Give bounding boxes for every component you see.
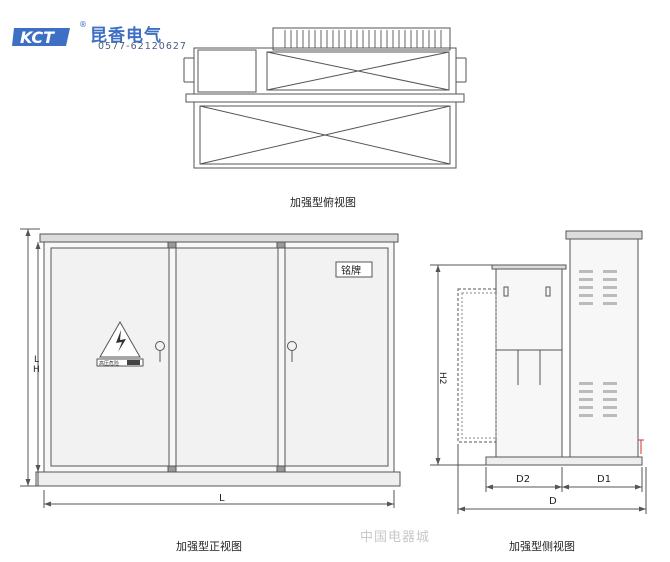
warning-text: 高压危险 <box>99 360 119 367</box>
lightning-bolt-icon <box>116 330 126 352</box>
dim-label-D2: D2 <box>516 474 530 485</box>
front-roof <box>39 233 399 243</box>
kct-logo-icon: KCT <box>12 28 70 47</box>
watermark-text: 中国电器城 <box>360 530 431 545</box>
side-mid-cabinet <box>495 268 563 458</box>
brand-name: 昆香电气 <box>90 26 162 46</box>
high-voltage-sign: 高压危险 <box>96 320 144 367</box>
top-base-plate <box>185 93 465 103</box>
top-lower-compartment <box>199 105 451 165</box>
top-left-compartment <box>197 49 257 93</box>
side-latch-2 <box>545 286 551 297</box>
company-logo: KCT ® 昆香电气 0577-62120627 <box>12 20 186 56</box>
top-fan-frame <box>272 27 451 51</box>
hinge-4 <box>276 465 286 473</box>
side-tall-cabinet <box>569 238 639 458</box>
top-fan-grille <box>284 30 442 48</box>
front-view: 高压危险 铭牌 L H L <box>20 228 401 508</box>
registered-mark: ® <box>79 20 87 29</box>
top-right-compartment <box>266 51 450 91</box>
top-view <box>183 27 467 169</box>
top-view-caption: 加强型俯视图 <box>290 196 356 209</box>
dim-label-H2: H2 <box>437 372 447 385</box>
top-upper-body <box>193 47 457 95</box>
side-upper-vents <box>579 270 617 305</box>
top-lower-cross-b <box>199 105 451 165</box>
nameplate-frame <box>335 261 373 278</box>
side-lower-vents <box>579 382 617 417</box>
side-dashed-outline <box>457 288 497 443</box>
hinge-2 <box>276 241 286 249</box>
side-view: H2 D2 D1 D <box>430 230 647 514</box>
side-view-caption: 加强型侧视图 <box>509 540 575 553</box>
side-mid-roof <box>491 264 567 270</box>
front-door-middle <box>175 247 279 467</box>
dim-label-width: L <box>219 493 225 504</box>
top-lower-body <box>193 101 457 169</box>
side-roof <box>565 230 643 240</box>
dim-label-D: D <box>549 496 557 507</box>
front-base <box>35 471 401 487</box>
logo-mark-text: KCT <box>20 28 55 47</box>
dim-label-H: H <box>33 365 40 375</box>
hinge-3 <box>167 465 177 473</box>
side-latch-1 <box>503 286 509 297</box>
dim-label-D1: D1 <box>597 474 611 485</box>
phone-number: 0577-62120627 <box>98 41 187 52</box>
side-base <box>485 456 643 466</box>
hinge-1 <box>167 241 177 249</box>
top-right-cross-b <box>266 51 450 91</box>
front-view-caption: 加强型正视图 <box>176 540 242 553</box>
dim-label-L: L <box>34 355 39 365</box>
nameplate-label: 铭牌 <box>341 264 361 277</box>
front-door-right <box>284 247 389 467</box>
